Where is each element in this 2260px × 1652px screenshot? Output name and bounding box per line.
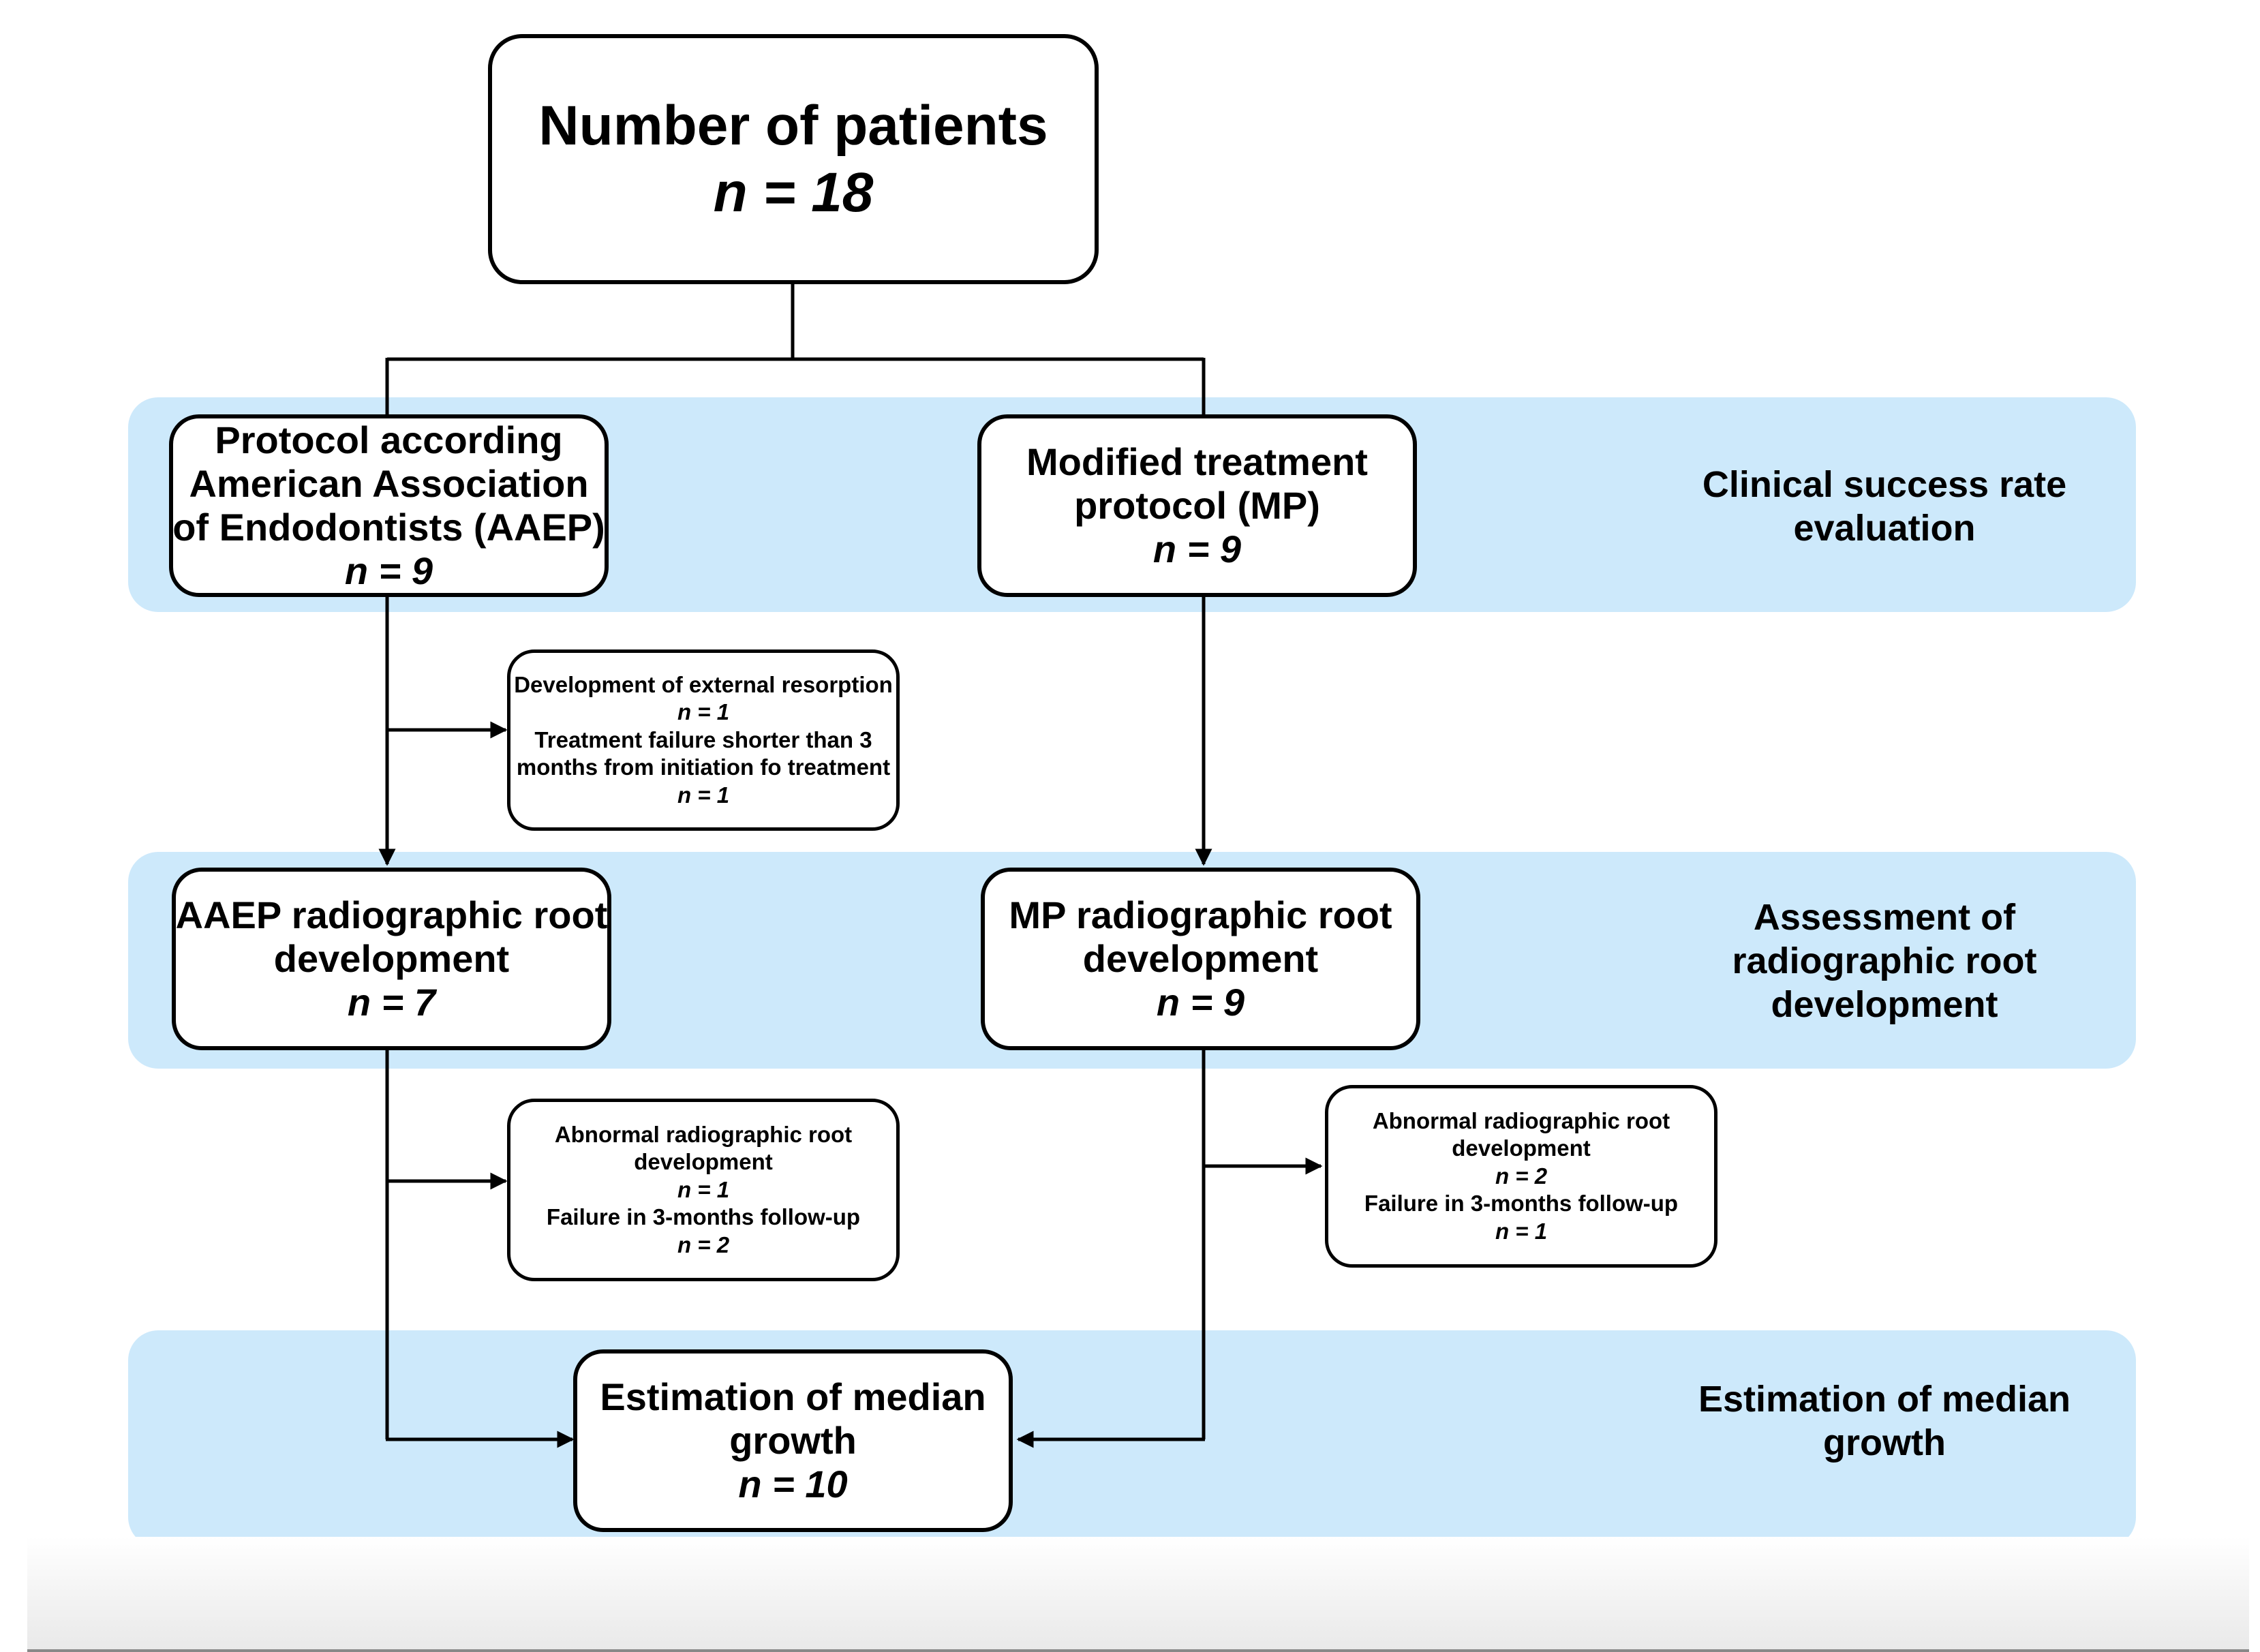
box-aaep-protocol: Protocol according American Association … (169, 414, 609, 597)
box-title: Number of patients (538, 94, 1048, 157)
exclusion-reason: Abnormal radiographic root (554, 1121, 853, 1147)
box-mp-root-development: MP radiographic root development n = 9 (981, 868, 1420, 1050)
box-label-line: Modified treatment (1026, 440, 1368, 483)
box-mp-exclusion: Abnormal radiographic root development n… (1325, 1085, 1717, 1268)
exclusion-reason: months from initiation fo treatment (516, 754, 891, 780)
box-mp-protocol: Modified treatment protocol (MP) n = 9 (977, 414, 1417, 597)
stage-label-line: radiographic root (1732, 940, 2037, 981)
exclusion-reason: development (1452, 1135, 1591, 1161)
box-label-line: of Endodontists (AAEP) (172, 506, 605, 549)
stage-label-line: growth (1823, 1422, 1946, 1463)
stage-label-assessment: Assessment of radiographic root developm… (1639, 893, 2130, 1029)
box-label-line: development (1082, 937, 1319, 980)
exclusion-count: n = 1 (677, 1176, 730, 1202)
stage-label-line: Clinical success rate (1702, 464, 2067, 505)
box-count: n = 9 (1156, 981, 1245, 1024)
exclusion-count: n = 2 (1495, 1163, 1548, 1189)
exclusion-count: n = 1 (1495, 1218, 1548, 1244)
exclusion-reason: Abnormal radiographic root (1372, 1107, 1670, 1133)
box-label-line: Protocol according (215, 418, 563, 461)
viewer-bottom-bar (27, 1537, 2249, 1652)
exclusion-reason: Treatment failure shorter than 3 (534, 726, 872, 752)
exclusion-reason: Failure in 3-months follow-up (546, 1204, 861, 1230)
box-median-growth: Estimation of median growth n = 10 (573, 1349, 1013, 1532)
stage-label-line: evaluation (1793, 508, 1976, 549)
box-label-line: development (273, 937, 510, 980)
box-aaep-exclusion-1: Development of external resorption n = 1… (507, 649, 900, 831)
box-label-line: growth (729, 1419, 857, 1462)
box-label-line: protocol (MP) (1074, 484, 1320, 527)
exclusion-count: n = 1 (677, 782, 730, 808)
stage-label-clinical: Clinical success rate evaluation (1639, 455, 2130, 557)
box-count: n = 18 (713, 161, 874, 224)
box-count: n = 9 (344, 549, 433, 592)
box-label-line: MP radiographic root (1009, 893, 1392, 936)
box-label-line: American Association (189, 462, 589, 505)
exclusion-reason: Development of external resorption (514, 671, 893, 697)
exclusion-reason: development (634, 1149, 773, 1175)
stage-label-line: development (1771, 984, 1998, 1025)
box-label-line: Estimation of median (600, 1375, 986, 1418)
box-count: n = 10 (738, 1463, 848, 1505)
stage-label-median: Estimation of median growth (1639, 1370, 2130, 1472)
box-number-of-patients: Number of patients n = 18 (488, 34, 1099, 284)
box-aaep-root-development: AAEP radiographic root development n = 7 (172, 868, 611, 1050)
exclusion-count: n = 1 (677, 699, 730, 725)
stage-label-line: Assessment of (1753, 897, 2016, 938)
box-aaep-exclusion-2: Abnormal radiographic root development n… (507, 1099, 900, 1281)
exclusion-count: n = 2 (677, 1232, 730, 1257)
stage-label-line: Estimation of median (1698, 1379, 2071, 1420)
box-count: n = 7 (347, 981, 436, 1024)
box-count: n = 9 (1152, 527, 1242, 570)
exclusion-reason: Failure in 3-months follow-up (1364, 1191, 1679, 1217)
box-label-line: AAEP radiographic root (175, 893, 608, 936)
